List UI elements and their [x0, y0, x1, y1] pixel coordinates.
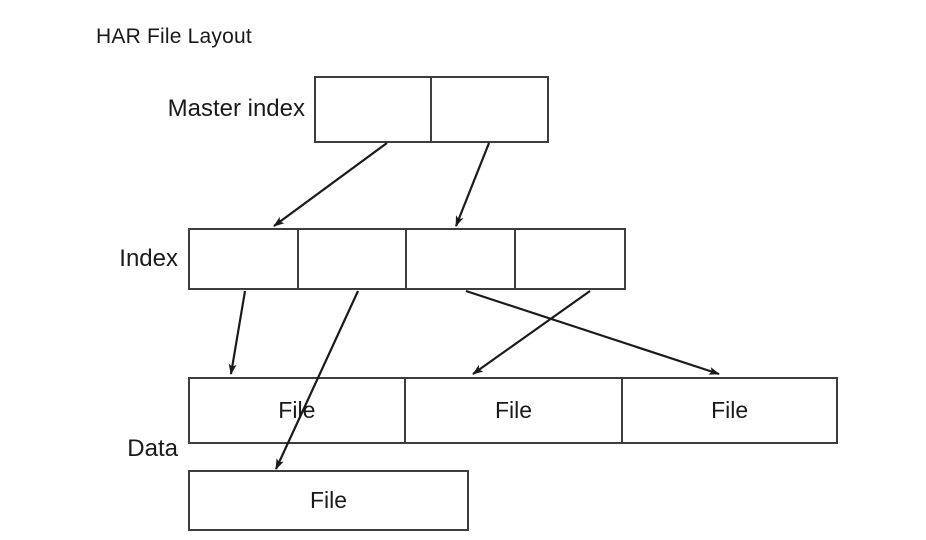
master-index-cell[interactable] [432, 78, 548, 141]
data-row: File File File [188, 377, 838, 444]
index-cell-1-to-data-file-1 [228, 290, 247, 375]
data-file-cell[interactable]: File [406, 379, 624, 442]
master-index-label: Master index [167, 95, 305, 122]
index-cell-4-to-data-file-2 [472, 290, 591, 375]
data-file-cell[interactable]: File [711, 397, 749, 423]
master-cell-2-to-index-cell-3 [454, 142, 491, 227]
master-index-cell[interactable] [316, 78, 432, 141]
data-label: Data [127, 435, 178, 462]
index-cell[interactable] [407, 230, 516, 288]
master-cell-1-to-index-cell-1 [273, 142, 388, 227]
index-cell[interactable] [190, 230, 299, 288]
index-cell-3-to-data-file-3 [465, 289, 720, 376]
page-title: HAR File Layout [96, 25, 252, 48]
data-file-cell[interactable]: File [309, 487, 348, 513]
master-index-row [314, 76, 549, 143]
data-extra-row: File [188, 470, 469, 531]
index-row [188, 228, 626, 290]
index-label: Index [119, 245, 178, 272]
data-file-cell[interactable]: File [190, 379, 406, 442]
index-cell[interactable] [299, 230, 407, 288]
index-cell[interactable] [516, 230, 625, 288]
